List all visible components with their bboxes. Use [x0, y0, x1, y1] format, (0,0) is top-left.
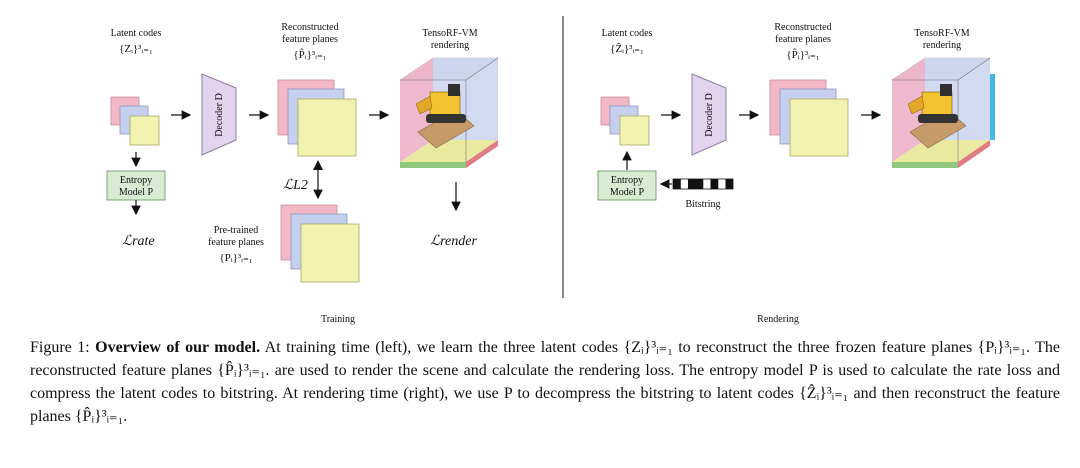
rendering-latent-stack	[600, 96, 650, 146]
rendering-render-label-2: rendering	[923, 40, 961, 51]
training-render-cube	[399, 57, 499, 168]
training-entropy-model: Entropy Model P	[106, 170, 166, 201]
rendering-recon-label-2: feature planes	[775, 34, 831, 45]
training-entropy-label-2: Model P	[119, 187, 154, 198]
rendering-render-cube	[891, 57, 995, 168]
model-overview-figure: Latent codes {Zᵢ}³ᵢ₌₁ Decoder D Reconstr…	[106, 16, 995, 325]
caption-body: At training time (left), we learn the th…	[30, 339, 1061, 425]
training-pretrained-planes	[280, 204, 360, 283]
rendering-decoder: Decoder D	[691, 73, 727, 156]
rendering-render-label-1: TensoRF-VM	[914, 28, 970, 39]
training-loss-rate: ℒrate	[122, 234, 155, 249]
training-recon-label-2: feature planes	[282, 34, 338, 45]
training-entropy-label-1: Entropy	[120, 175, 152, 186]
training-recon-math: {P̂ᵢ}³ᵢ₌₁	[293, 48, 326, 61]
training-loss-render: ℒrender	[430, 234, 477, 249]
training-decoder-label: Decoder D	[214, 93, 225, 137]
rendering-entropy-model: Entropy Model P	[597, 170, 657, 201]
training-render-label-2: rendering	[431, 40, 469, 51]
bitstring-label: Bitstring	[685, 199, 720, 210]
training-latent-stack	[110, 96, 160, 146]
rendering-recon-planes	[769, 79, 849, 157]
training-pretrained-label-2: feature planes	[208, 237, 264, 248]
training-panel: Latent codes {Zᵢ}³ᵢ₌₁ Decoder D Reconstr…	[106, 22, 499, 325]
rendering-entropy-label-2: Model P	[610, 187, 645, 198]
rendering-latent-math: {Ẑᵢ}³ᵢ₌₁	[610, 43, 644, 55]
bitstring-icon	[672, 178, 734, 190]
rendering-latent-label: Latent codes	[602, 28, 653, 39]
training-latent-math: {Zᵢ}³ᵢ₌₁	[119, 43, 153, 55]
rendering-panel: Latent codes {Ẑᵢ}³ᵢ₌₁ Decoder D Reconstr…	[597, 22, 995, 325]
figure-caption: Figure 1: Overview of our model. At trai…	[30, 336, 1060, 428]
caption-title: Overview of our model.	[95, 339, 261, 356]
training-recon-planes	[277, 79, 357, 157]
training-decoder: Decoder D	[201, 73, 237, 156]
training-pretrained-math: {Pᵢ}³ᵢ₌₁	[219, 252, 252, 264]
training-pretrained-label-1: Pre-trained	[214, 225, 258, 236]
training-recon-label-1: Reconstructed	[281, 22, 338, 33]
rendering-entropy-label-1: Entropy	[611, 175, 643, 186]
rendering-section-label: Rendering	[757, 314, 799, 325]
training-section-label: Training	[321, 314, 355, 325]
training-render-label-1: TensoRF-VM	[422, 28, 478, 39]
rendering-recon-label-1: Reconstructed	[774, 22, 831, 33]
rendering-recon-math: {P̂ᵢ}³ᵢ₌₁	[786, 48, 819, 61]
caption-prefix: Figure 1:	[30, 339, 96, 356]
training-loss-l2: ℒL2	[283, 178, 308, 193]
rendering-decoder-label: Decoder D	[704, 93, 715, 137]
training-latent-label: Latent codes	[111, 28, 162, 39]
